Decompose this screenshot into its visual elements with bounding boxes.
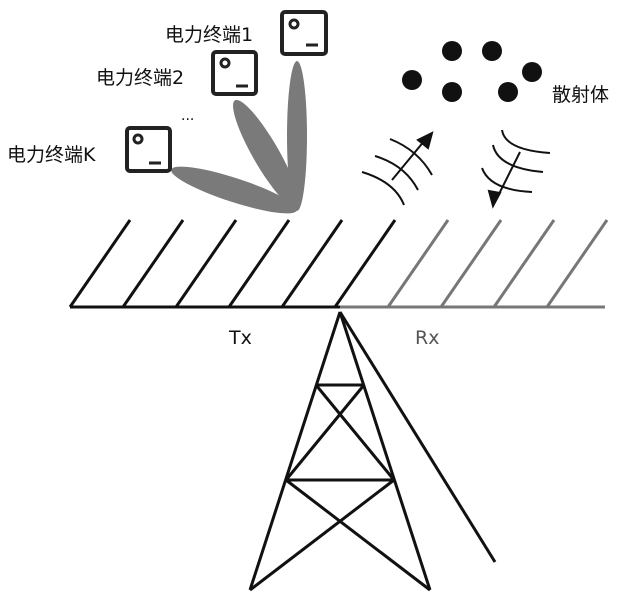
scatterer-label: 散射体: [552, 84, 610, 106]
rx-element: [545, 219, 609, 308]
tx-label: Tx: [229, 327, 252, 349]
terminal-k-label: 电力终端K: [7, 144, 96, 166]
scatterers: [402, 41, 542, 102]
ellipsis: ...: [181, 108, 195, 124]
rx-element: [439, 219, 503, 308]
terminal-1-icon: [280, 10, 328, 56]
tx-element: [333, 219, 397, 308]
tower: [248, 311, 497, 592]
terminal-k-icon: [125, 126, 172, 173]
beam-terminal-1: [287, 61, 307, 211]
tx-element: [227, 219, 291, 308]
rx-element: [386, 219, 450, 308]
uplink-wave-arrow-icon: [361, 131, 434, 206]
terminal-1-label: 电力终端1: [165, 24, 254, 46]
tx-element: [280, 219, 344, 308]
terminal-2-label: 电力终端2: [96, 67, 185, 89]
tx-element: [121, 219, 185, 308]
downlink-wave-arrow-icon: [481, 129, 551, 209]
beams: [171, 61, 307, 214]
tx-element: [68, 219, 132, 308]
antenna-array: [68, 219, 609, 309]
terminal-2-icon: [211, 50, 258, 96]
rx-label: Rx: [415, 327, 440, 349]
beam-terminal-2: [233, 99, 299, 209]
beam-terminal-k: [171, 166, 297, 214]
tx-element: [174, 219, 238, 308]
rx-element: [492, 219, 556, 308]
